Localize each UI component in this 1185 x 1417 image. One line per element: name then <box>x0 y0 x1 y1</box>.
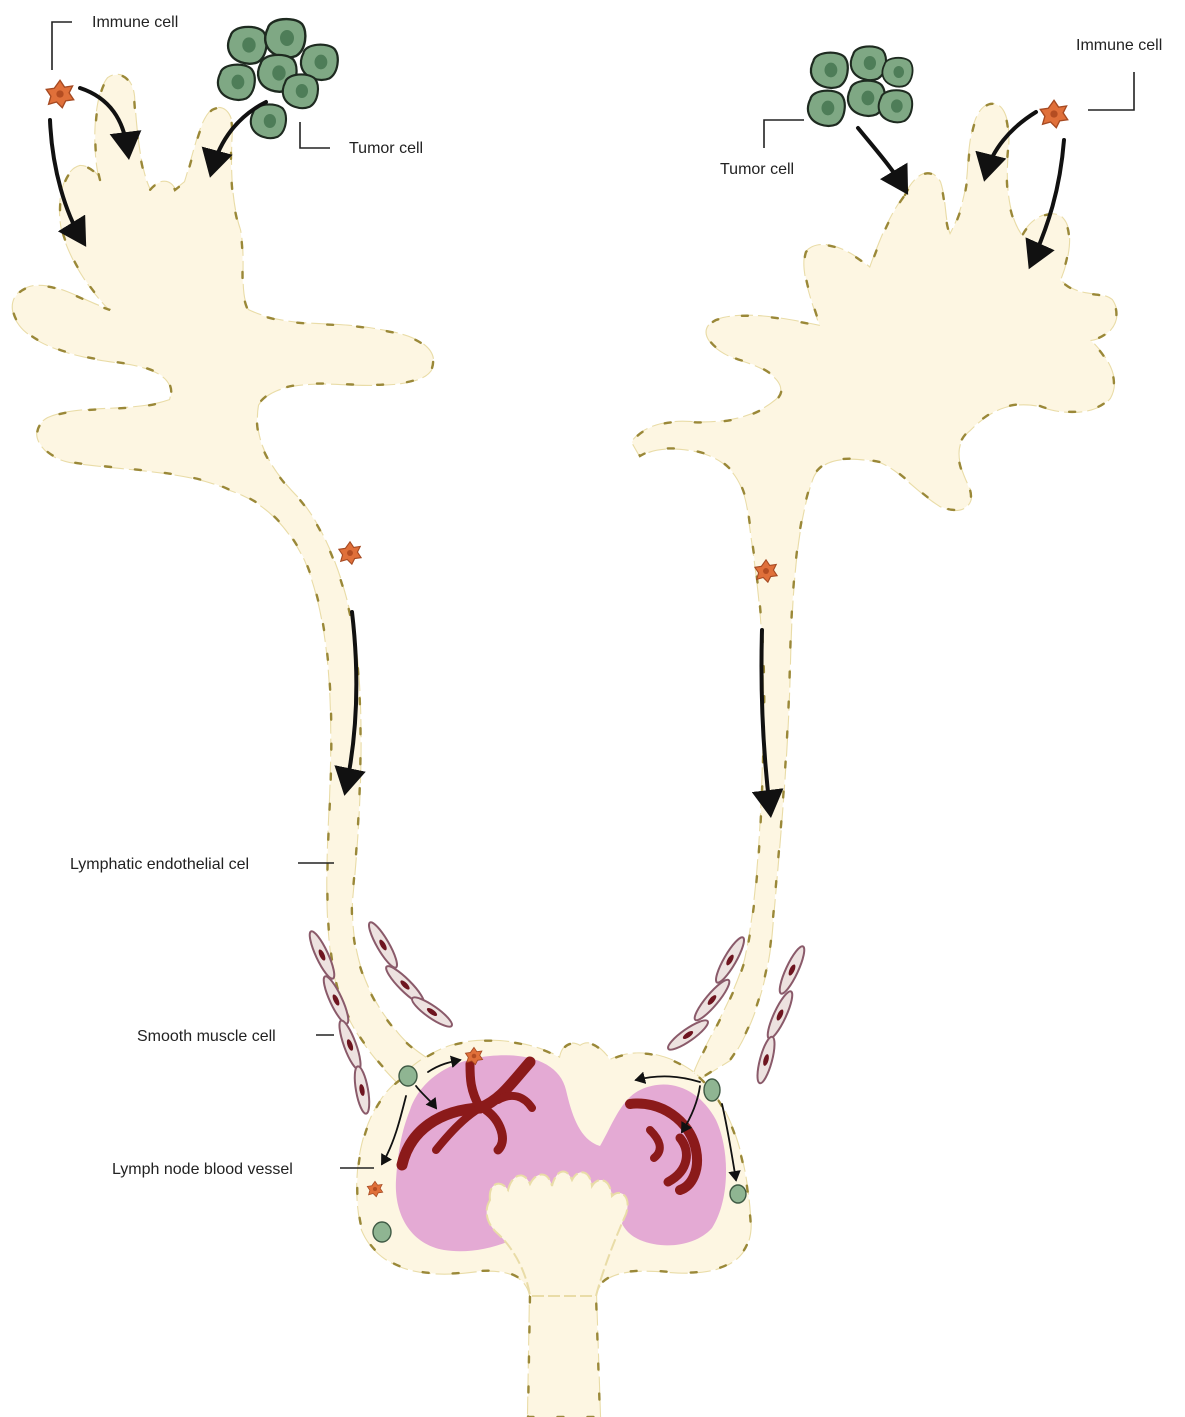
tumor-cell <box>228 27 267 64</box>
tumor-cell <box>882 58 912 87</box>
arrow-tumor-right <box>858 128 904 188</box>
leader-immune-right <box>1088 72 1134 110</box>
tumor-cell <box>218 65 255 100</box>
tumor-cell-small <box>399 1066 417 1086</box>
tumor-cell-small <box>373 1222 391 1242</box>
tumor-cell-small <box>704 1079 720 1101</box>
tumor-cell <box>808 91 845 126</box>
right-lymphatic-vessel <box>632 104 1116 1085</box>
leader-tumor-left <box>300 122 330 148</box>
tumor-cell <box>879 90 913 122</box>
tumor-cell <box>811 53 848 88</box>
label-immune-cell-right: Immune cell <box>1076 37 1162 54</box>
tumor-cell-cluster-right <box>808 46 913 125</box>
label-tumor-cell-left: Tumor cell <box>349 140 423 157</box>
leader-tumor-right <box>764 120 804 148</box>
label-smooth-muscle: Smooth muscle cell <box>137 1028 276 1045</box>
tumor-cell <box>265 19 305 57</box>
tumor-cell-small <box>730 1185 746 1203</box>
label-lymphatic-endothelial: Lymphatic endothelial cel <box>70 856 249 873</box>
lymph-node <box>357 1041 750 1417</box>
immune-cell <box>46 80 73 107</box>
tumor-cell-cluster-left <box>218 19 338 138</box>
immune-cell <box>1040 100 1067 127</box>
label-immune-cell-left: Immune cell <box>92 14 178 31</box>
tumor-cell <box>851 46 886 80</box>
immune-cell <box>339 542 361 564</box>
label-blood-vessel: Lymph node blood vessel <box>112 1161 293 1178</box>
label-tumor-cell-right: Tumor cell <box>720 161 794 178</box>
tumor-cell <box>283 74 318 108</box>
leader-immune-left <box>52 22 72 70</box>
